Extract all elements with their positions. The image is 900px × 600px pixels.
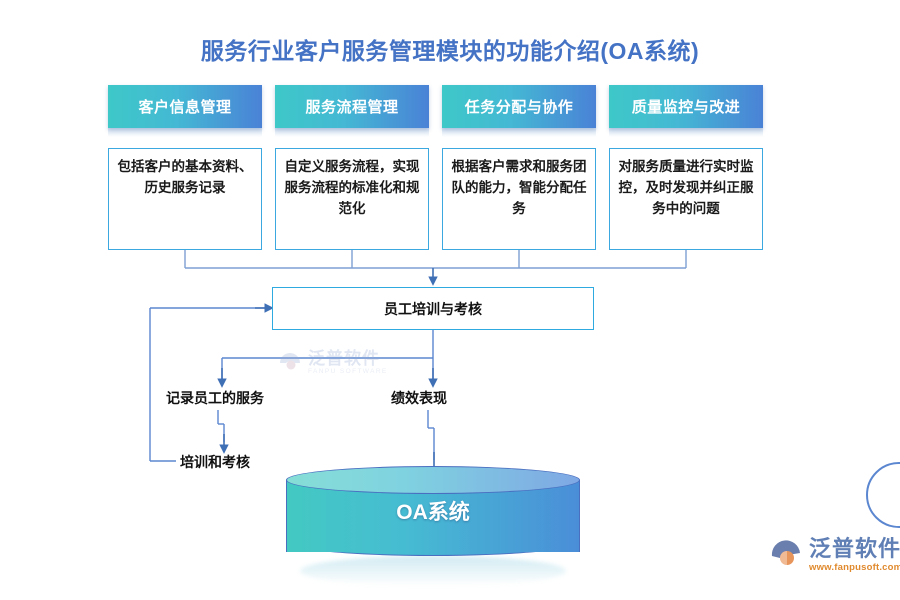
brand-logo-icon xyxy=(771,540,800,566)
feature-card-4[interactable]: 质量监控与改进 对服务质量进行实时监控，及时发现并纠正服务中的问题 xyxy=(609,85,763,250)
cylinder-top-ellipse xyxy=(286,466,580,494)
database-cylinder[interactable]: OA系统 xyxy=(286,466,580,566)
flow-node-employee-training[interactable]: 员工培训与考核 xyxy=(272,287,594,330)
feature-card-3-body: 根据客户需求和服务团队的能力，智能分配任务 xyxy=(442,148,596,250)
feature-card-2[interactable]: 服务流程管理 自定义服务流程，实现服务流程的标准化和规范化 xyxy=(275,85,429,250)
feature-card-3-title: 任务分配与协作 xyxy=(442,85,596,128)
flow-node-performance[interactable]: 绩效表现 xyxy=(391,390,447,406)
watermark-logo-icon xyxy=(280,353,300,370)
watermark-en: FANPU SOFTWARE xyxy=(308,368,388,376)
feature-card-3[interactable]: 任务分配与协作 根据客户需求和服务团队的能力，智能分配任务 xyxy=(442,85,596,250)
feature-card-3-shadow xyxy=(442,128,596,137)
feature-card-2-body: 自定义服务流程，实现服务流程的标准化和规范化 xyxy=(275,148,429,250)
feature-card-4-shadow xyxy=(609,128,763,137)
database-reflection xyxy=(300,556,566,586)
feature-card-1-shadow xyxy=(108,128,262,137)
watermark-cn: 泛普软件 xyxy=(308,349,380,369)
watermark: 泛普软件 FANPU SOFTWARE xyxy=(278,348,453,378)
flow-node-record-service[interactable]: 记录员工的服务 xyxy=(166,390,264,406)
brand-logo-url: www.fanpusoft.com xyxy=(809,562,900,573)
flow-node-training-assessment[interactable]: 培训和考核 xyxy=(180,454,250,470)
feature-card-1[interactable]: 客户信息管理 包括客户的基本资料、历史服务记录 xyxy=(108,85,262,250)
feature-card-1-title: 客户信息管理 xyxy=(108,85,262,128)
feature-card-1-body: 包括客户的基本资料、历史服务记录 xyxy=(108,148,262,250)
feature-card-2-title: 服务流程管理 xyxy=(275,85,429,128)
page-title: 服务行业客户服务管理模块的功能介绍(OA系统) xyxy=(200,38,700,64)
feature-card-4-body: 对服务质量进行实时监控，及时发现并纠正服务中的问题 xyxy=(609,148,763,250)
database-label: OA系统 xyxy=(396,501,470,524)
brand-logo: 泛普软件 www.fanpusoft.com xyxy=(770,538,900,573)
brand-logo-cn: 泛普软件 xyxy=(809,536,900,561)
feature-card-2-shadow xyxy=(275,128,429,137)
feature-card-4-title: 质量监控与改进 xyxy=(609,85,763,128)
